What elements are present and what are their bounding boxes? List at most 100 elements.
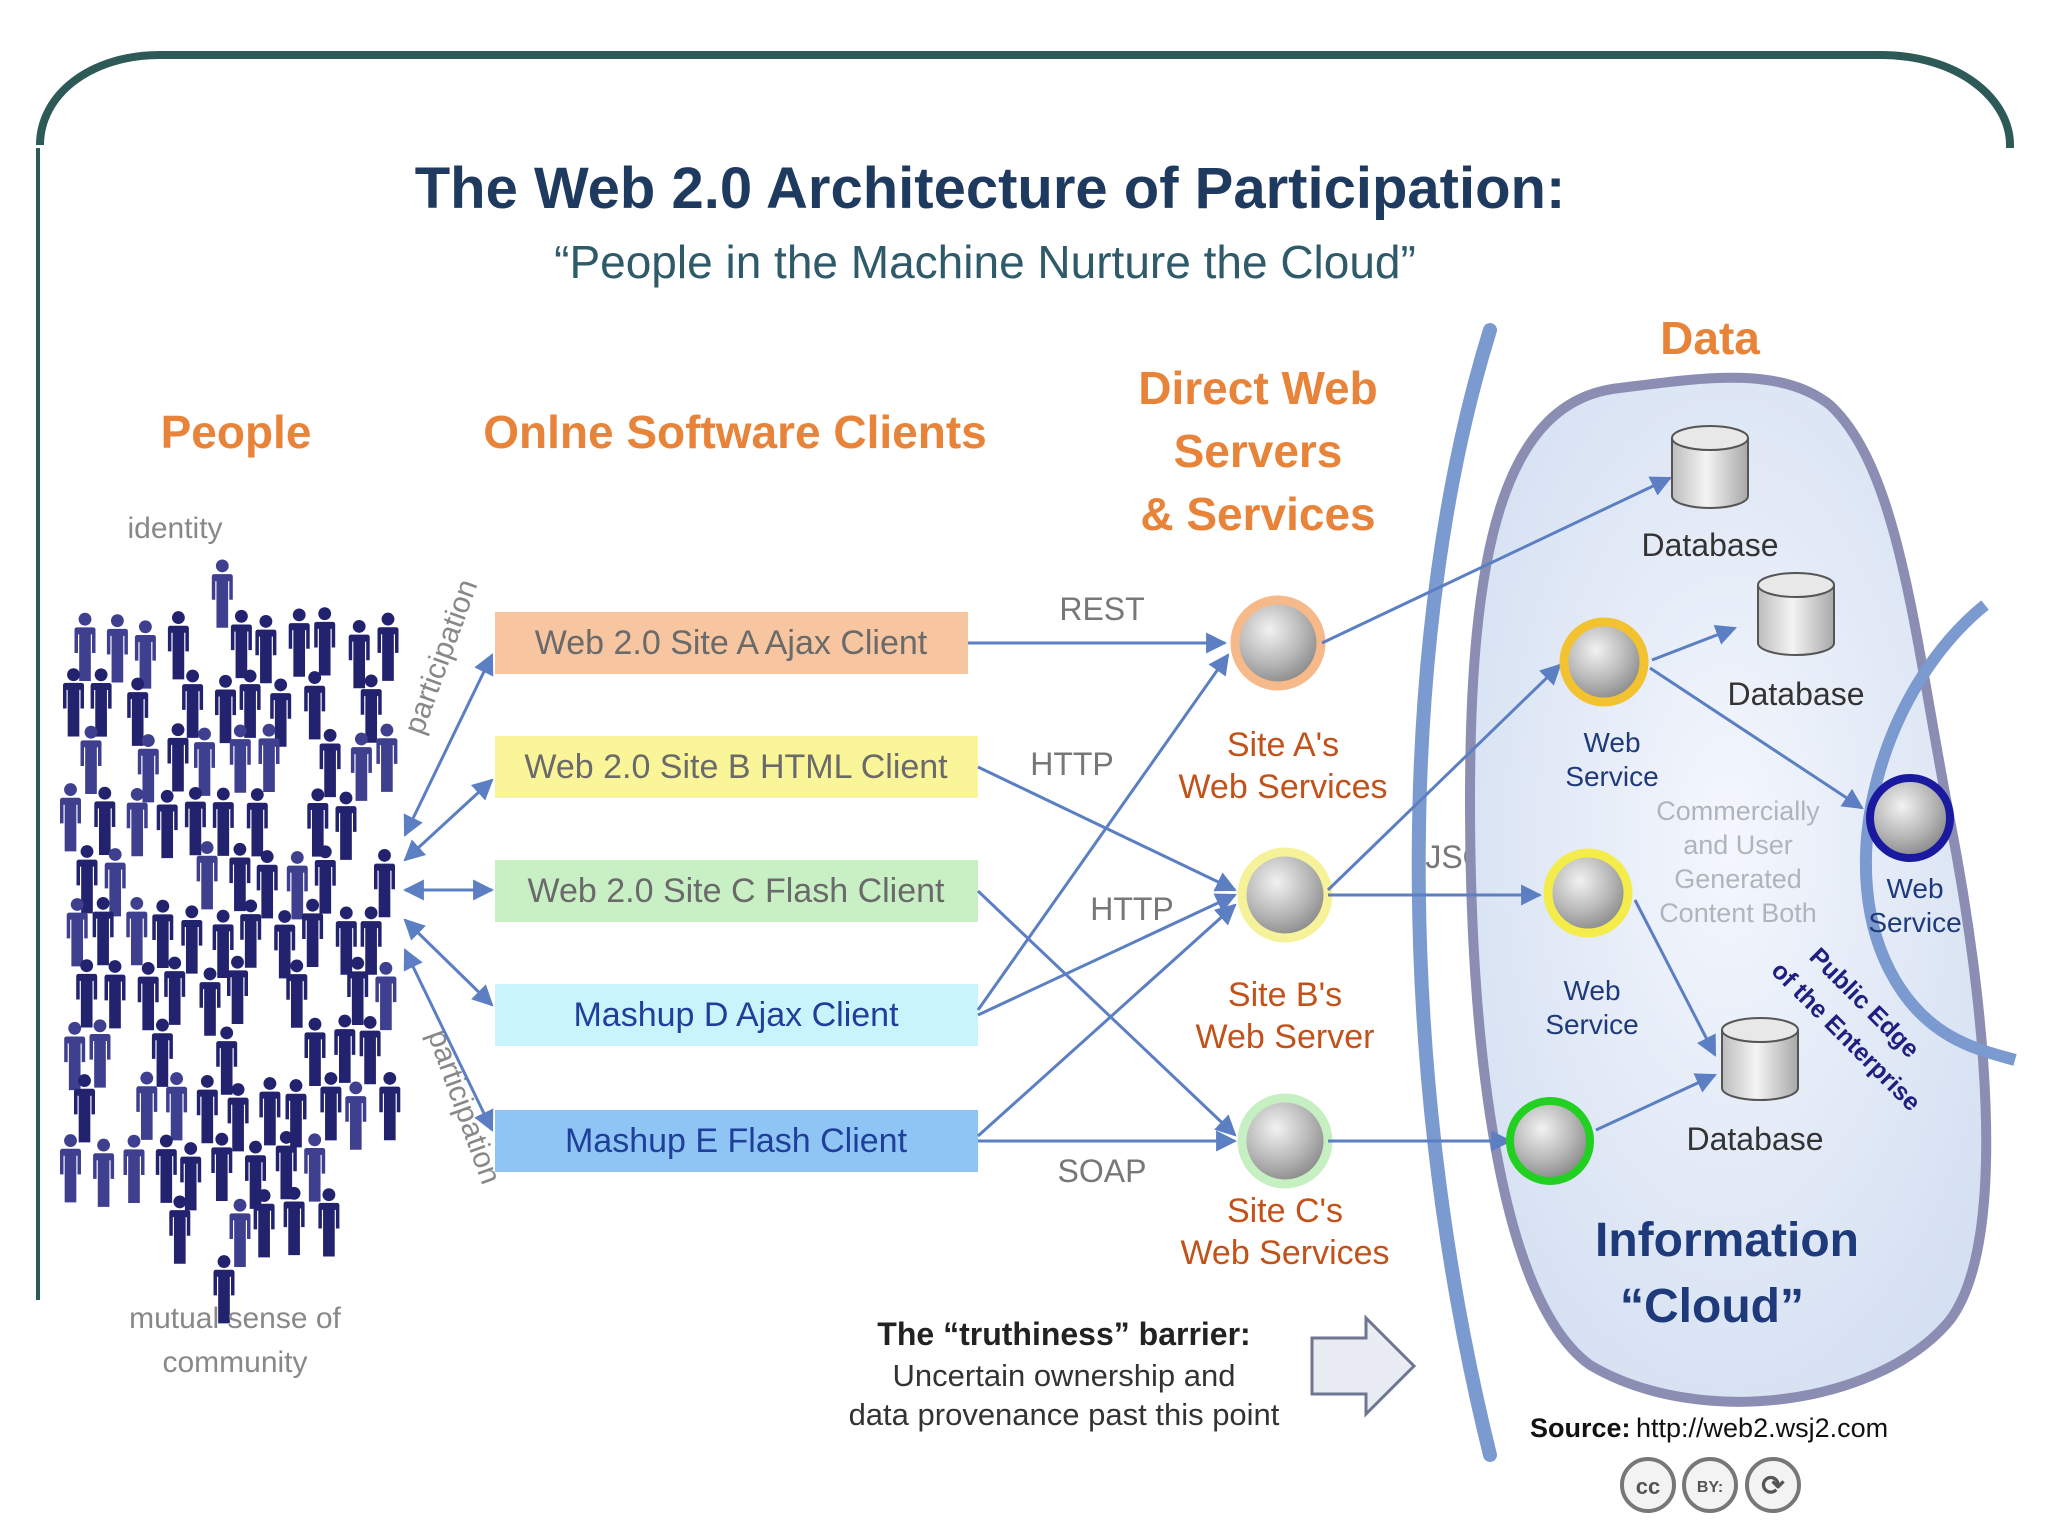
protocol-http-1: HTTP bbox=[1030, 746, 1114, 782]
header-servers-line2: Servers bbox=[1174, 425, 1343, 477]
web-service-2-label-line2: Service bbox=[1545, 1009, 1638, 1040]
client-a-label: Web 2.0 Site A Ajax Client bbox=[535, 624, 928, 662]
identity-label: identity bbox=[127, 512, 222, 545]
web-service-4-label-line1: Web bbox=[1886, 873, 1943, 904]
client-d-box bbox=[495, 984, 978, 1046]
protocol-rest: REST bbox=[1059, 591, 1144, 627]
client-c-label: Web 2.0 Site C Flash Client bbox=[528, 872, 946, 910]
cc-icon bbox=[1620, 1457, 1676, 1513]
community-label-line2: community bbox=[162, 1346, 307, 1379]
participation-arrows bbox=[402, 653, 495, 1132]
server-site-a-label-line1: Site A's bbox=[1227, 726, 1339, 764]
web-service-1: Web Service bbox=[1559, 617, 1659, 792]
client-a-box bbox=[495, 612, 968, 674]
web-service-4: Web Service bbox=[1866, 774, 1962, 938]
ugc-note-line1: Commercially bbox=[1656, 796, 1820, 826]
web-service-2-label-line1: Web bbox=[1563, 975, 1620, 1006]
server-site-c-label-line1: Site C's bbox=[1227, 1192, 1343, 1230]
ugc-note-line3: Generated bbox=[1674, 864, 1802, 894]
database-1-cylinder bbox=[1671, 438, 1749, 509]
client-a: Web 2.0 Site A Ajax Client bbox=[495, 612, 968, 674]
client-c-box bbox=[495, 860, 978, 922]
client-c: Web 2.0 Site C Flash Client bbox=[495, 860, 978, 922]
participation-arrow-e bbox=[403, 948, 494, 1132]
client-e: Mashup E Flash Client bbox=[495, 1110, 978, 1172]
header-servers-line3: & Services bbox=[1140, 488, 1375, 540]
client-d: Mashup D Ajax Client bbox=[495, 984, 978, 1046]
web-service-2-node bbox=[1543, 848, 1633, 938]
header-servers-line1: Direct Web bbox=[1138, 362, 1377, 414]
barrier-line1: Uncertain ownership and bbox=[893, 1358, 1236, 1393]
database-3-cylinder bbox=[1721, 1030, 1799, 1101]
client-server-arrows bbox=[968, 632, 1238, 1152]
source-prefix: Source: bbox=[1530, 1413, 1631, 1443]
cloud-label-line2: “Cloud” bbox=[1620, 1280, 1804, 1333]
client-b-box bbox=[495, 736, 978, 798]
web-service-2: Web Service bbox=[1543, 848, 1639, 1040]
arrow-ws3-to-database-3 bbox=[1595, 1073, 1717, 1132]
database-1-label: Database bbox=[1642, 527, 1779, 563]
cloud-arrows bbox=[1321, 476, 1864, 1152]
database-2-label: Database bbox=[1728, 676, 1865, 712]
client-e-label: Mashup E Flash Client bbox=[565, 1122, 908, 1160]
arrow-ws1-to-web-service-4 bbox=[1649, 666, 1864, 810]
database-2: Database bbox=[1728, 572, 1865, 712]
ugc-note: Commercially and User Generated Content … bbox=[1656, 796, 1820, 928]
barrier-heading: The “truthiness” barrier: bbox=[877, 1316, 1250, 1352]
web-service-4-label-line2: Service bbox=[1868, 907, 1961, 938]
database-2-top bbox=[1757, 572, 1835, 598]
ugc-note-line2: and User bbox=[1683, 830, 1793, 860]
arrow-d-to-site-a bbox=[976, 653, 1230, 1011]
header-people: People bbox=[161, 406, 312, 458]
arrow-site-b-to-web-service-1 bbox=[1326, 663, 1562, 892]
web-service-1-label-line2: Service bbox=[1565, 761, 1658, 792]
server-site-b-label-line2: Web Server bbox=[1196, 1018, 1375, 1056]
web-service-4-node bbox=[1866, 774, 1954, 862]
database-2-cylinder bbox=[1757, 585, 1835, 656]
client-b: Web 2.0 Site B HTML Client bbox=[495, 736, 978, 798]
database-1-top bbox=[1671, 425, 1749, 451]
database-3-top bbox=[1721, 1017, 1799, 1043]
share-alike-icon bbox=[1745, 1457, 1801, 1513]
server-site-a: Site A's Web Services bbox=[1178, 595, 1388, 806]
database-3: Database bbox=[1687, 1017, 1824, 1157]
barrier-line2: data provenance past this point bbox=[849, 1397, 1280, 1432]
cc-icon-label: cc bbox=[1636, 1474, 1660, 1499]
attribution-icon bbox=[1682, 1457, 1738, 1513]
server-site-b-label-line1: Site B's bbox=[1228, 976, 1342, 1014]
web-service-1-node bbox=[1559, 617, 1649, 707]
header-data: Data bbox=[1660, 312, 1760, 364]
cloud-label-line1: Information bbox=[1595, 1214, 1859, 1267]
client-b-label: Web 2.0 Site B HTML Client bbox=[524, 748, 948, 786]
server-site-c-node bbox=[1237, 1093, 1333, 1189]
database-3-label: Database bbox=[1687, 1121, 1824, 1157]
server-site-a-node bbox=[1230, 595, 1326, 691]
web-service-3 bbox=[1506, 1097, 1594, 1185]
arrow-e-to-site-b bbox=[976, 903, 1237, 1138]
source-url[interactable]: http://web2.wsj2.com bbox=[1636, 1413, 1888, 1443]
header-clients: Onlne Software Clients bbox=[483, 406, 987, 458]
diagram-subtitle: “People in the Machine Nurture the Cloud… bbox=[554, 236, 1416, 288]
arrow-ws2-to-database-3 bbox=[1633, 899, 1717, 1057]
public-edge-line bbox=[1859, 600, 2017, 1066]
barrier-arrow-icon bbox=[1310, 1314, 1417, 1418]
participation-arrow-b bbox=[403, 778, 494, 862]
attribution-icon-label: BY: bbox=[1697, 1479, 1723, 1496]
frame-border bbox=[36, 51, 2014, 1290]
server-site-c-label-line2: Web Services bbox=[1180, 1234, 1389, 1272]
server-site-b-node bbox=[1237, 847, 1333, 943]
license-badge: cc BY: ⟳ bbox=[1620, 1457, 1801, 1513]
arrow-d-to-site-b bbox=[977, 893, 1237, 1017]
web-service-3-node bbox=[1506, 1097, 1594, 1185]
client-d-label: Mashup D Ajax Client bbox=[573, 996, 899, 1034]
arrow-site-a-to-database-1 bbox=[1321, 476, 1672, 645]
web-service-1-label-line1: Web bbox=[1583, 727, 1640, 758]
arrow-c-to-site-c bbox=[976, 889, 1237, 1137]
client-e-box bbox=[495, 1110, 978, 1172]
protocol-soap: SOAP bbox=[1058, 1153, 1147, 1189]
ugc-note-line4: Content Both bbox=[1659, 898, 1817, 928]
server-site-a-label-line2: Web Services bbox=[1178, 768, 1387, 806]
arrow-ws1-to-database-2 bbox=[1651, 625, 1737, 662]
database-1: Database bbox=[1642, 425, 1779, 563]
